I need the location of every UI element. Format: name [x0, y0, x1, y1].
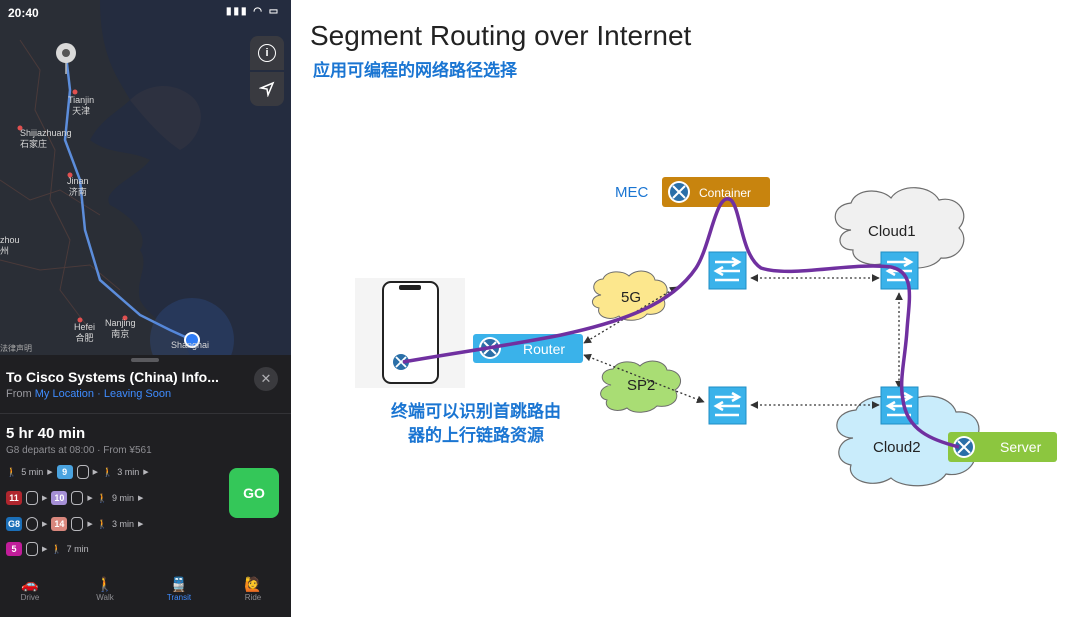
from-label: From — [6, 388, 32, 400]
route-line — [63, 54, 193, 342]
train-icon — [26, 517, 39, 531]
map-legal-link[interactable]: 法律声明 — [0, 344, 32, 353]
car-icon: 🚗 — [21, 576, 39, 592]
go-button[interactable]: GO — [229, 468, 279, 518]
fiveg-label: 5G — [621, 289, 641, 306]
tab-bar: 🚗Drive 🚶Walk 🚆Transit 🙋Ride — [0, 573, 291, 617]
route-departure-info: G8 departs at 08:00 · From ¥561 — [6, 445, 152, 456]
switch-sp2 — [708, 386, 747, 425]
status-icons: ▮▮▮ ◠ ▭ — [226, 6, 281, 17]
tram-icon — [26, 542, 38, 556]
presentation-slide: Segment Routing over Internet 应用可编程的网络路径… — [291, 0, 1080, 617]
server-box — [948, 432, 1057, 462]
router-box — [473, 334, 583, 363]
transit-step-row: G8 ▶ 14 ▶ 🚶3 min ▶ — [6, 517, 144, 531]
tram-icon — [71, 491, 84, 505]
close-icon: ✕ — [260, 371, 272, 386]
line-badge: G8 — [6, 517, 23, 531]
container-label: Container — [699, 186, 751, 200]
slide-subtitle: 应用可编程的网络路径选择 — [313, 61, 517, 80]
mec-label: MEC — [615, 184, 649, 201]
cloud1 — [834, 187, 965, 269]
origin-line: From My Location · Leaving Soon — [6, 388, 172, 400]
server-label: Server — [1000, 439, 1042, 455]
switch-mec — [708, 251, 747, 290]
walk-icon: 🚶 — [96, 576, 114, 592]
network-diagram: MEC Container Cloud1 Cloud2 5G SP2 Route… — [355, 177, 1057, 487]
status-time: 20:40 — [8, 6, 39, 20]
sp2-label: SP2 — [627, 377, 655, 394]
transit-step-row: 🚶5 min ▶ 9 ▶ 🚶3 min ▶ — [6, 465, 149, 479]
locate-button[interactable] — [250, 72, 284, 106]
switch-cloud2 — [880, 386, 919, 425]
route-duration: 5 hr 40 min — [6, 425, 86, 442]
from-location-link[interactable]: My Location — [34, 388, 95, 400]
close-button[interactable]: ✕ — [254, 367, 278, 391]
slide-title: Segment Routing over Internet — [310, 20, 692, 51]
line-badge: 11 — [6, 491, 22, 505]
cloud1-label: Cloud1 — [868, 223, 916, 240]
info-icon: i — [258, 44, 276, 62]
divider — [0, 413, 291, 414]
sheet-grabber[interactable] — [131, 358, 159, 362]
info-button[interactable]: i — [250, 36, 284, 70]
tab-drive[interactable]: 🚗Drive — [0, 573, 60, 602]
leaving-time-link[interactable]: Leaving Soon — [103, 388, 172, 400]
tram-icon — [26, 491, 38, 505]
ride-icon: 🙋 — [244, 576, 262, 592]
line-badge: 9 — [56, 465, 73, 479]
container-box — [662, 177, 770, 207]
route-sheet: To Cisco Systems (China) Info... ✕ From … — [0, 355, 291, 617]
walk-icon: 🚶 — [51, 543, 63, 554]
destination-pin-icon — [56, 43, 76, 74]
transit-step-row: 5 ▶ 🚶7 min — [6, 540, 89, 558]
walk-icon: 🚶 — [96, 518, 109, 529]
line-badge: 14 — [51, 517, 68, 531]
line-badge: 5 — [6, 542, 22, 556]
walk-icon: 🚶 — [102, 466, 114, 477]
walk-icon: 🚶 — [96, 492, 108, 503]
router-label: Router — [523, 341, 565, 357]
diagram-caption: 终端可以识别首跳路由器的上行链路资源 — [391, 402, 561, 445]
transit-step-row: 11 ▶ 10 ▶ 🚶9 min ▶ — [6, 489, 143, 507]
cloud2-label: Cloud2 — [873, 439, 921, 456]
walk-icon: 🚶 — [6, 466, 18, 477]
map-canvas[interactable] — [0, 0, 291, 382]
tram-icon — [76, 465, 89, 479]
map-label-shanghai: Shanghai — [171, 340, 210, 350]
tab-walk[interactable]: 🚶Walk — [75, 573, 135, 602]
location-arrow-icon — [259, 81, 275, 97]
destination-title: To Cisco Systems (China) Info... — [6, 369, 219, 385]
tram-icon — [71, 517, 84, 531]
segment-routing-path — [402, 197, 960, 449]
tab-transit[interactable]: 🚆Transit — [149, 573, 209, 602]
current-location-dot — [186, 334, 198, 346]
line-badge: 10 — [51, 491, 68, 505]
train-icon: 🚆 — [170, 576, 188, 592]
phone-device-icon — [355, 278, 465, 388]
tab-ride[interactable]: 🙋Ride — [223, 573, 283, 602]
